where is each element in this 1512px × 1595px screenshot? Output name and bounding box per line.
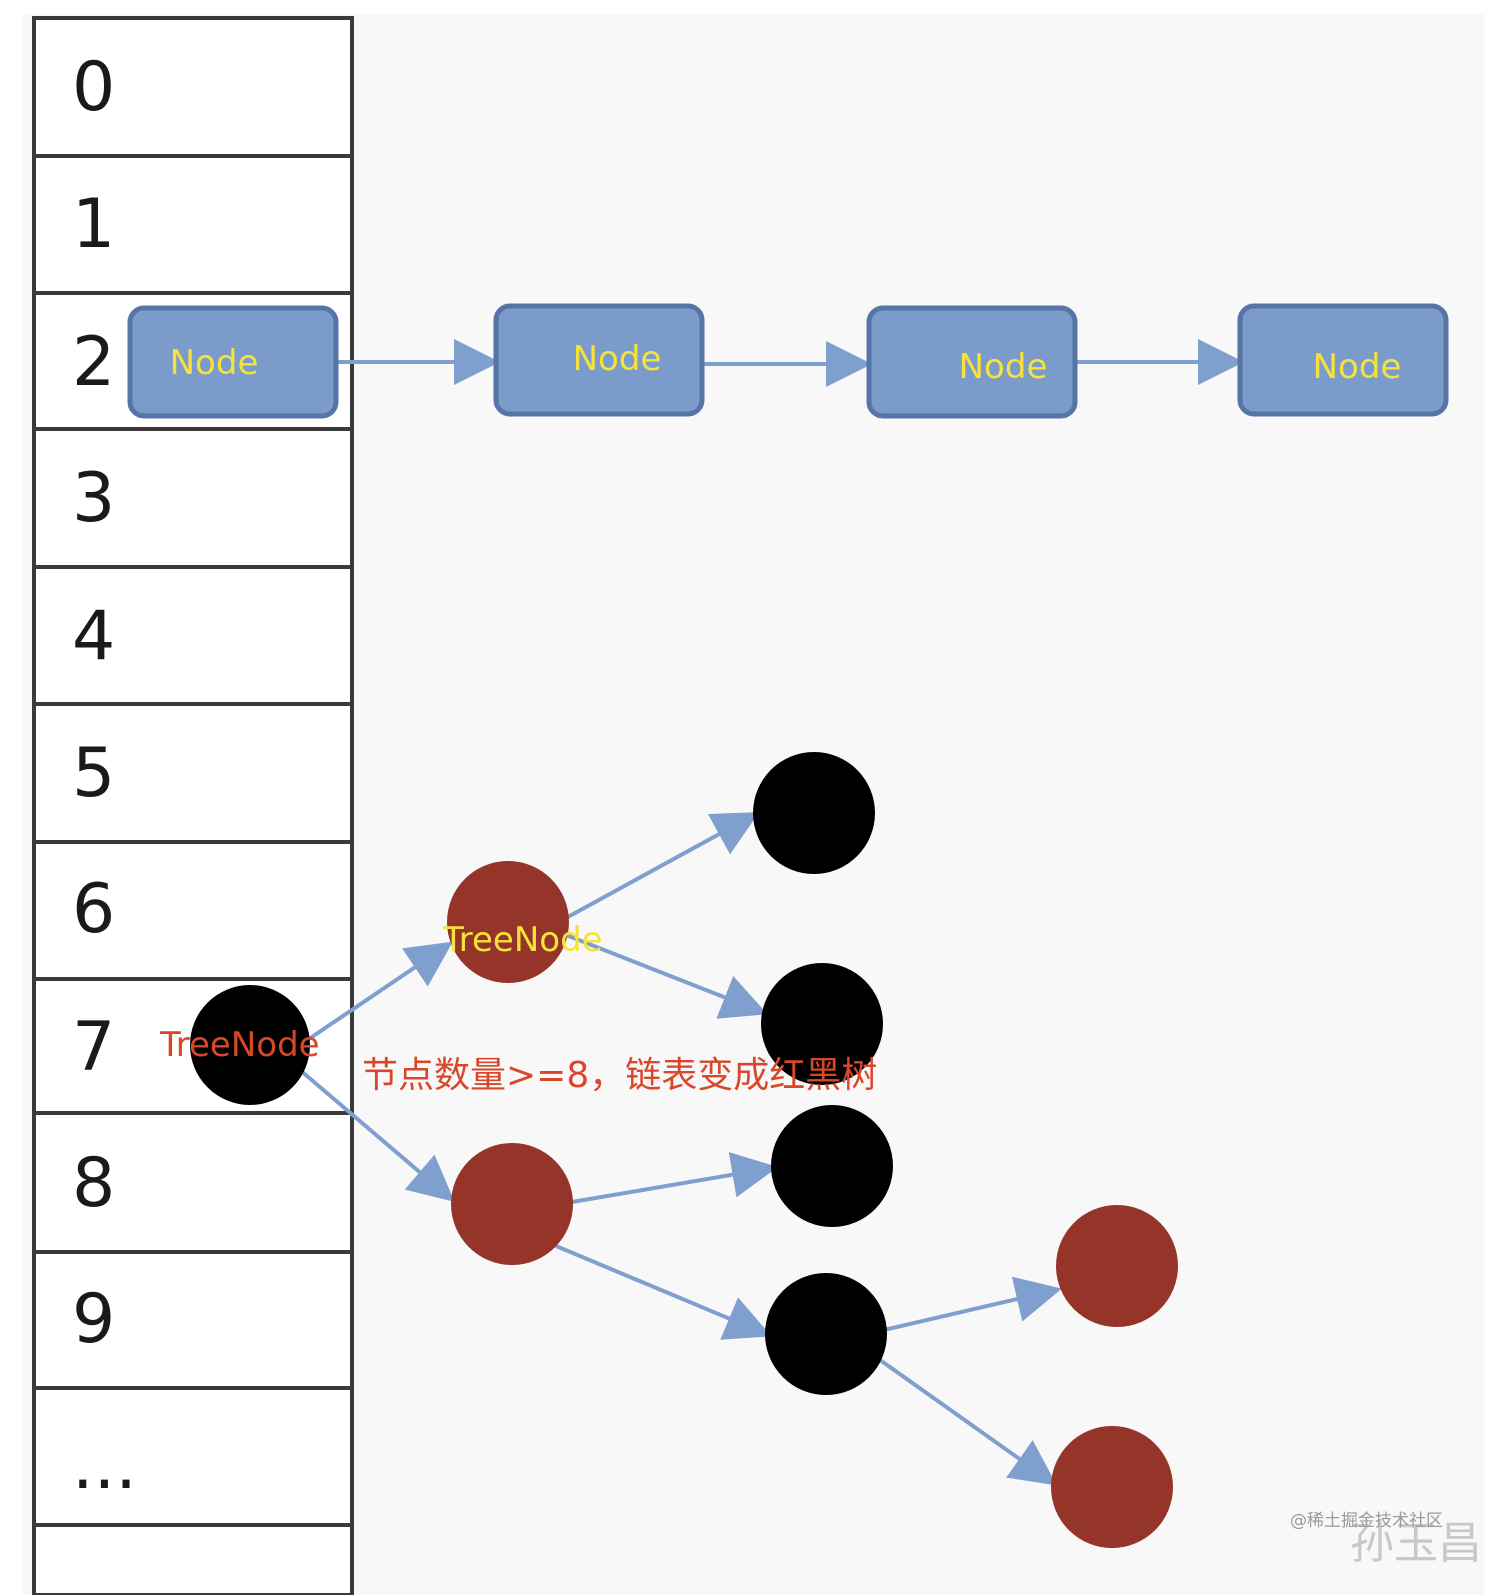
bucket-cell-9: 9 [34, 1280, 352, 1390]
bucket-array: 0 1 2 3 4 5 6 [32, 16, 354, 1595]
bucket-cell-6: 6 [34, 870, 352, 981]
bucket-cell-2: 2 [34, 323, 352, 431]
bucket-cell-3: 3 [34, 459, 352, 569]
tree-root-black [190, 985, 310, 1105]
treeify-annotation: 节点数量>=8，链表变成红黑树 [362, 1055, 877, 1096]
bucket-index-3: 3 [72, 459, 115, 538]
linked-list-arrows [338, 339, 1244, 387]
tree-edge-l3-a [883, 1276, 1062, 1332]
tree-root-label: TreeNode [159, 1025, 320, 1065]
bucket-index-1: 1 [72, 185, 115, 264]
bucket-cell-7: 7 [34, 1008, 352, 1115]
tree-edge-l1-a [565, 812, 760, 920]
tree-black-leaf-2 [761, 963, 883, 1085]
tree-edge-root-left [298, 941, 453, 1047]
bucket-cell-4: 4 [34, 597, 352, 706]
bucket-index-9: 9 [72, 1280, 115, 1359]
bucket-index-8: 8 [72, 1144, 115, 1223]
list-node-1: Node [127, 305, 339, 419]
watermark: 孙玉昌 @稀土掘金技术社区 [1290, 1511, 1482, 1569]
bucket-cell-0: 0 [34, 48, 352, 158]
tree-black-node-mid [765, 1273, 887, 1395]
bucket-index-5: 5 [72, 734, 115, 813]
tree-edge-l3-b [878, 1358, 1057, 1486]
bucket-index-ellipsis: ... [72, 1426, 137, 1505]
bucket-index-4: 4 [72, 597, 115, 676]
list-node-1-label: Node [170, 343, 259, 383]
tree-edge-l2-a [571, 1152, 778, 1204]
bucket-array-frame [32, 16, 354, 1595]
watermark-author: 孙玉昌 [1350, 1518, 1482, 1569]
bucket-cell-ellipsis: ... [34, 1426, 352, 1527]
watermark-site: @稀土掘金技术社区 [1290, 1511, 1443, 1531]
list-node-3: Node [866, 305, 1078, 419]
tree-red-leaf-2 [1051, 1426, 1173, 1548]
bucket-cell-8: 8 [34, 1144, 352, 1254]
tree-red-node-upper [447, 861, 569, 983]
bucket-index-6: 6 [72, 870, 115, 949]
bucket-cell-1: 1 [34, 185, 352, 295]
tree-black-leaf-1 [753, 752, 875, 874]
list-node-4: Node [1237, 303, 1449, 417]
bucket-index-7: 7 [72, 1008, 115, 1087]
list-node-3-label: Node [959, 347, 1048, 387]
tree-black-leaf-3 [771, 1105, 893, 1227]
tree-child-label: TreeNode [442, 920, 603, 960]
linked-list: Node Node Node Node [127, 303, 1449, 419]
bucket-index-0: 0 [72, 48, 115, 127]
list-node-4-label: Node [1313, 347, 1402, 387]
tree-edge-root-right [298, 1068, 455, 1202]
list-node-2-label: Node [573, 339, 662, 379]
bucket-index-2: 2 [72, 323, 115, 402]
tree-red-node-lower [451, 1143, 573, 1265]
red-black-tree: TreeNode TreeNode [159, 752, 1178, 1548]
tree-edges [298, 812, 1062, 1486]
bucket-cell-5: 5 [34, 734, 352, 844]
list-node-2: Node [493, 303, 705, 417]
tree-red-leaf-1 [1056, 1205, 1178, 1327]
tree-edge-l1-b [565, 933, 768, 1019]
tree-edge-l2-b [555, 1244, 772, 1340]
